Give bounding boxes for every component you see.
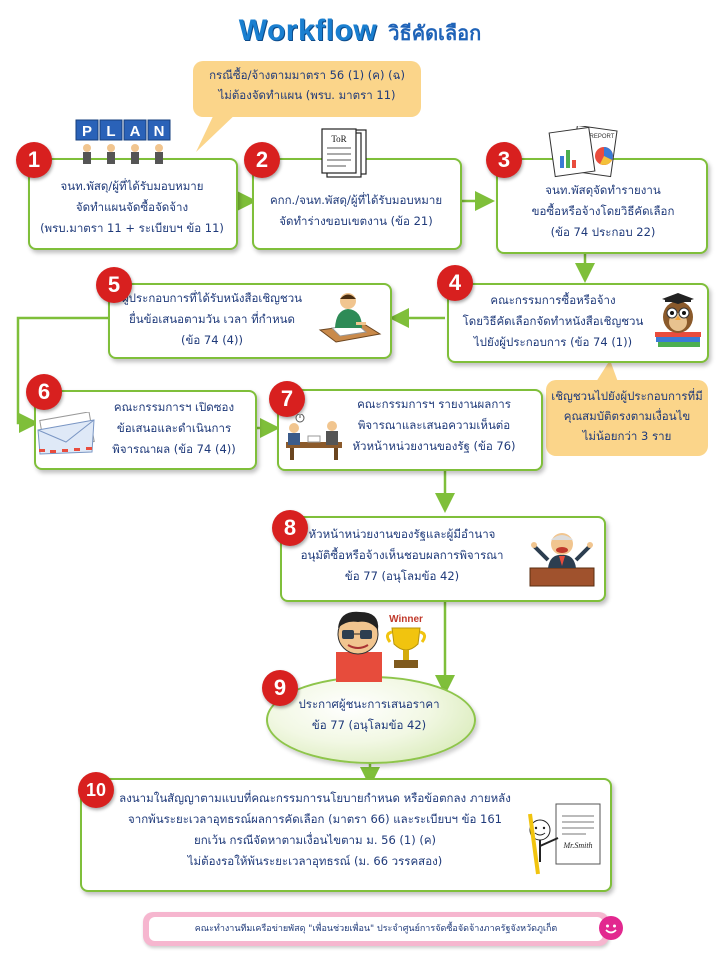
step-7-number: 7 bbox=[269, 381, 305, 417]
step-1-number: 1 bbox=[16, 142, 52, 178]
title-thai: วิธีคัดเลือก bbox=[388, 21, 482, 45]
callout-top-line2: ไม่ต้องจัดทำแผน (พรบ. มาตรา 11) bbox=[218, 88, 396, 102]
step-6-text: คณะกรรมการฯ เปิดซอง ข้อเสนอและดำเนินการ … bbox=[96, 397, 252, 460]
step-9-number: 9 bbox=[262, 670, 298, 706]
step-7-box bbox=[277, 389, 543, 471]
step-1-box bbox=[28, 158, 238, 250]
person-writing-icon bbox=[318, 293, 382, 343]
callout-top: กรณีซื้อ/จ้างตามมาตรา 56 (1) (ค) (ฉ) ไม่… bbox=[193, 61, 421, 117]
winner-trophy-icon: Winner bbox=[336, 611, 427, 682]
tor-document-icon: ToR bbox=[321, 128, 367, 178]
step-10-line-2: จากพ้นระยะเวลาอุทธรณ์ผลการคัดเลือก (มาตร… bbox=[128, 812, 502, 826]
step-4-line-3: ไปยังผู้ประกอบการ (ข้อ 74 (1)) bbox=[473, 335, 633, 349]
page-title: Workflow วิธีคัดเลือก bbox=[0, 14, 720, 49]
step-4-text: คณะกรรมการซื้อหรือจ้าง โดยวิธีคัดเลือกจั… bbox=[448, 290, 658, 353]
step-3-text: จนท.พัสดุจัดทำรายงาน ขอซื้อหรือจ้างโดยวิ… bbox=[500, 180, 706, 243]
step-10-line-4: ไม่ต้องรอให้พ้นระยะเวลาอุทธรณ์ (ม. 66 วร… bbox=[187, 854, 443, 868]
smiley-icon bbox=[599, 916, 623, 940]
step-1-text: จนท.พัสดุ/ผู้ที่ได้รับมอบหมาย จัดทำแผนจั… bbox=[28, 176, 236, 239]
step-2-text: คกก./จนท.พัสดุ/ผู้ที่ได้รับมอบหมาย จัดทำ… bbox=[252, 190, 460, 232]
step-1-line-1: จนท.พัสดุ/ผู้ที่ได้รับมอบหมาย bbox=[60, 179, 204, 193]
svg-text:ToR: ToR bbox=[331, 134, 346, 144]
step-3-line-3: (ข้อ 74 ประกอบ 22) bbox=[550, 225, 656, 239]
step-7-line-3: หัวหน้าหน่วยงานของรัฐ (ข้อ 76) bbox=[352, 439, 516, 453]
svg-text:Mr.Smith: Mr.Smith bbox=[562, 841, 592, 850]
step-7-line-2: พิจารณาและเสนอความเห็นต่อ bbox=[357, 418, 511, 432]
step-2-line-2: จัดทำร่างขอบเขตงาน (ข้อ 21) bbox=[279, 214, 433, 228]
title-english: Workflow bbox=[238, 14, 378, 47]
step-8-number: 8 bbox=[272, 510, 308, 546]
step-6-line-1: คณะกรรมการฯ เปิดซอง bbox=[113, 400, 235, 414]
svg-text:Winner: Winner bbox=[389, 614, 423, 625]
step-10-line-3: ยกเว้น กรณีจัดหาตามเงื่อนไขตาม ม. 56 (1)… bbox=[193, 833, 437, 847]
step-6-number: 6 bbox=[26, 374, 62, 410]
svg-text:REPORT: REPORT bbox=[590, 134, 615, 140]
step-5-line-1: ผู้ประกอบการที่ได้รับหนังสือเชิญชวน bbox=[121, 291, 303, 305]
signature-document-icon: Mr.Smith bbox=[528, 803, 601, 875]
step-9-ellipse bbox=[266, 676, 476, 764]
step-1-line-2: จัดทำแผนจัดซื้อจัดจ้าง bbox=[75, 200, 189, 214]
step-5-text: ผู้ประกอบการที่ได้รับหนังสือเชิญชวน ยื่น… bbox=[112, 288, 312, 351]
step-3-line-2: ขอซื้อหรือจ้างโดยวิธีคัดเลือก bbox=[531, 204, 675, 218]
step-9-line-2: ข้อ 77 (อนุโลมข้อ 42) bbox=[311, 718, 427, 732]
step-8-line-3: ข้อ 77 (อนุโลมข้อ 42) bbox=[344, 569, 460, 583]
step-4-line-1: คณะกรรมการซื้อหรือจ้าง bbox=[490, 293, 616, 307]
step-8-line-1: หัวหน้าหน่วยงานของรัฐและผู้มีอำนาจ bbox=[308, 527, 496, 541]
step-10-number: 10 bbox=[78, 772, 114, 808]
step-1-line-3: (พรบ.มาตรา 11 + ระเบียบฯ ข้อ 11) bbox=[40, 221, 224, 235]
step-4-line-2: โดยวิธีคัดเลือกจัดทำหนังสือเชิญชวน bbox=[462, 314, 644, 328]
step-4-number: 4 bbox=[437, 265, 473, 301]
step-10-text: ลงนามในสัญญาตามแบบที่คณะกรรมการนโยบายกำห… bbox=[100, 788, 530, 872]
step-10-box bbox=[80, 778, 612, 892]
step-5-line-2: ยื่นข้อเสนอตามวัน เวลา ที่กำหนด bbox=[128, 312, 296, 326]
callout-top-tail bbox=[196, 110, 240, 152]
svg-text:N: N bbox=[154, 123, 165, 140]
step-3-line-1: จนท.พัสดุจัดทำรายงาน bbox=[545, 183, 661, 197]
svg-text:A: A bbox=[130, 123, 141, 140]
footer-text: คณะทำงานทีมเครือข่ายพัสดุ "เพื่อนช่วยเพื… bbox=[149, 917, 603, 941]
callout-right-tail bbox=[596, 360, 618, 382]
step-3-number: 3 bbox=[486, 142, 522, 178]
arrow-5-6 bbox=[16, 316, 108, 433]
step-9-line-1: ประกาศผู้ชนะการเสนอราคา bbox=[298, 697, 440, 711]
owl-books-icon bbox=[655, 293, 701, 347]
step-7-line-1: คณะกรรมการฯ รายงานผลการ bbox=[357, 397, 511, 411]
callout-right-line2: คุณสมบัติตรงตามเงื่อนไข bbox=[563, 409, 691, 423]
svg-text:L: L bbox=[106, 123, 115, 140]
step-6-line-3: พิจารณาผล (ข้อ 74 (4)) bbox=[112, 442, 236, 456]
step-5-line-3: (ข้อ 74 (4)) bbox=[181, 333, 243, 347]
callout-right-line3: ไม่น้อยกว่า 3 ราย bbox=[582, 429, 672, 443]
step-2-line-1: คกก./จนท.พัสดุ/ผู้ที่ได้รับมอบหมาย bbox=[269, 193, 443, 207]
step-7-text: คณะกรรมการฯ รายงานผลการ พิจารณาและเสนอคว… bbox=[334, 394, 534, 457]
step-5-number: 5 bbox=[96, 267, 132, 303]
callout-top-line1: กรณีซื้อ/จ้างตามมาตรา 56 (1) (ค) (ฉ) bbox=[209, 68, 405, 82]
envelope-icon bbox=[37, 412, 95, 455]
boss-desk-icon bbox=[529, 533, 595, 587]
footer-banner: คณะทำงานทีมเครือข่ายพัสดุ "เพื่อนช่วยเพื… bbox=[143, 912, 623, 946]
step-8-text: หัวหน้าหน่วยงานของรัฐและผู้มีอำนาจ อนุมั… bbox=[284, 524, 520, 587]
step-2-number: 2 bbox=[244, 142, 280, 178]
svg-text:P: P bbox=[82, 123, 92, 140]
report-chart-icon: REPORT bbox=[548, 126, 618, 178]
step-10-line-1: ลงนามในสัญญาตามแบบที่คณะกรรมการนโยบายกำห… bbox=[119, 791, 511, 805]
step-9-text: ประกาศผู้ชนะการเสนอราคา ข้อ 77 (อนุโลมข้… bbox=[266, 694, 472, 736]
step-6-line-2: ข้อเสนอและดำเนินการ bbox=[116, 421, 232, 435]
meeting-icon bbox=[286, 414, 342, 460]
step-8-line-2: อนุมัติซื้อหรือจ้างเห็นชอบผลการพิจารณา bbox=[300, 548, 504, 562]
callout-right: เชิญชวนไปยังผู้ประกอบการที่มี คุณสมบัติต… bbox=[546, 380, 708, 456]
callout-right-line1: เชิญชวนไปยังผู้ประกอบการที่มี bbox=[551, 389, 703, 403]
